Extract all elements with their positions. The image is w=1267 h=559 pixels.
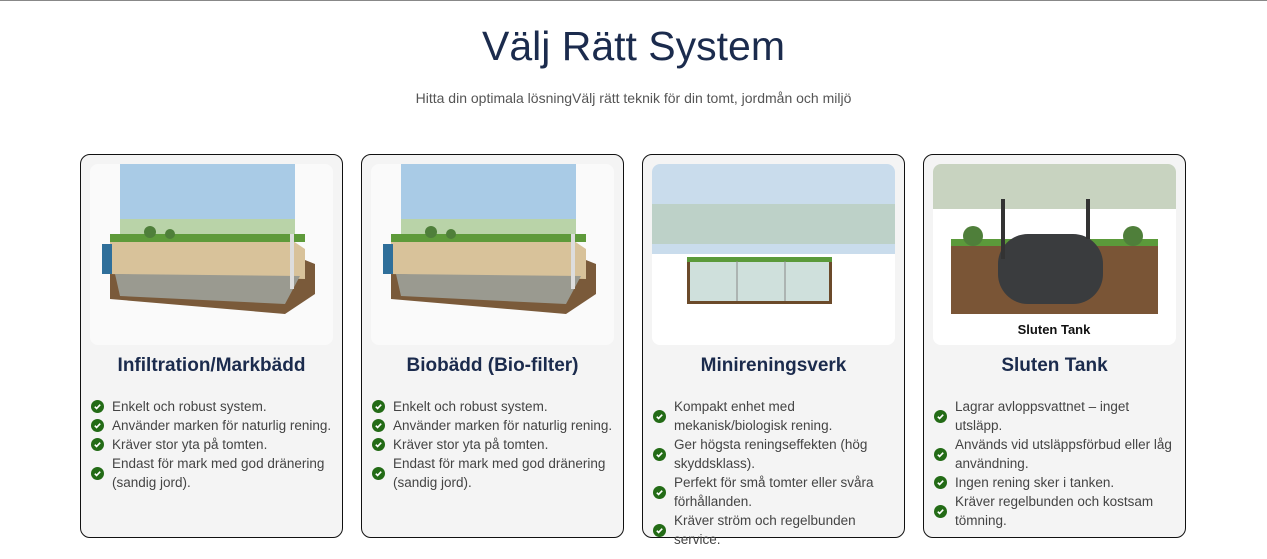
feature-item: Endast för mark med god dränering (sandi…: [91, 454, 333, 492]
feature-list: Enkelt och robust system. Använder marken…: [371, 397, 614, 492]
check-circle-icon: [372, 419, 385, 432]
sluten-tank-diagram-image: Sluten Tank: [933, 164, 1176, 345]
card-title: Minireningsverk: [700, 355, 847, 376]
page-subtitle: Hitta din optimala lösningVälj rätt tekn…: [415, 90, 852, 106]
card-title: Biobädd (Bio-filter): [406, 355, 579, 376]
feature-text: Kräver regelbunden och kostsam tömning.: [955, 494, 1154, 528]
feature-item: Kräver stor yta på tomten.: [372, 435, 614, 454]
check-circle-icon: [372, 400, 385, 413]
feature-text: Ger högsta reningseffekten (hög skyddskl…: [674, 437, 868, 471]
infiltration-diagram-image: [90, 164, 333, 345]
check-circle-icon: [653, 409, 666, 423]
feature-text: Kompakt enhet med mekanisk/biologisk ren…: [674, 399, 833, 433]
feature-item: Kompakt enhet med mekanisk/biologisk ren…: [653, 397, 895, 435]
feature-text: Perfekt för små tomter eller svåra förhå…: [674, 475, 874, 509]
feature-item: Endast för mark med god dränering (sandi…: [372, 454, 614, 492]
card-title: Infiltration/Markbädd: [117, 355, 306, 376]
feature-text: Används vid utsläppsförbud eller låg anv…: [955, 437, 1172, 471]
check-circle-icon: [91, 438, 104, 451]
feature-item: Perfekt för små tomter eller svåra förhå…: [653, 473, 895, 511]
feature-item: Använder marken för naturlig rening.: [372, 416, 614, 435]
feature-text: Ingen rening sker i tanken.: [955, 475, 1115, 490]
feature-item: Kräver regelbunden och kostsam tömning.: [934, 492, 1176, 530]
feature-item: Lagrar avloppsvattnet – inget utsläpp.: [934, 397, 1176, 435]
feature-item: Enkelt och robust system.: [91, 397, 333, 416]
feature-text: Använder marken för naturlig rening.: [393, 418, 613, 433]
feature-item: Enkelt och robust system.: [372, 397, 614, 416]
feature-item: Ingen rening sker i tanken.: [934, 473, 1176, 492]
check-circle-icon: [653, 447, 666, 461]
feature-item: Kräver stor yta på tomten.: [91, 435, 333, 454]
check-circle-icon: [934, 409, 947, 423]
feature-text: Kräver ström och regelbunden service.: [674, 513, 856, 547]
feature-item: Använder marken för naturlig rening.: [91, 416, 333, 435]
feature-text: Lagrar avloppsvattnet – inget utsläpp.: [955, 399, 1130, 433]
feature-list: Enkelt och robust system. Använder marken…: [90, 397, 333, 492]
feature-item: Ger högsta reningseffekten (hög skyddskl…: [653, 435, 895, 473]
feature-text: Enkelt och robust system.: [112, 399, 267, 414]
feature-text: Endast för mark med god dränering (sandi…: [112, 456, 325, 490]
feature-item: Kräver ström och regelbunden service.: [653, 511, 895, 549]
card-biobadd[interactable]: Biobädd (Bio-filter) Enkelt och robust sy…: [361, 154, 624, 538]
check-circle-icon: [91, 400, 104, 413]
feature-list: Kompakt enhet med mekanisk/biologisk ren…: [652, 397, 895, 549]
biobadd-diagram-image: [371, 164, 614, 345]
check-circle-icon: [653, 485, 666, 499]
feature-list: Lagrar avloppsvattnet – inget utsläpp. An…: [933, 397, 1176, 530]
feature-text: Endast för mark med god dränering (sandi…: [393, 456, 606, 490]
check-circle-icon: [934, 504, 947, 518]
feature-text: Använder marken för naturlig rening.: [112, 418, 332, 433]
check-circle-icon: [372, 438, 385, 451]
check-circle-icon: [934, 476, 947, 489]
image-caption: Sluten Tank: [1018, 322, 1091, 337]
check-circle-icon: [91, 466, 104, 480]
feature-text: Enkelt och robust system.: [393, 399, 548, 414]
feature-text: Kräver stor yta på tomten.: [393, 437, 549, 452]
check-circle-icon: [934, 447, 947, 461]
check-circle-icon: [372, 466, 385, 480]
check-circle-icon: [91, 419, 104, 432]
check-circle-icon: [653, 523, 666, 537]
page-title: Välj Rätt System: [481, 23, 786, 69]
card-title: Sluten Tank: [1001, 355, 1108, 376]
feature-item: Används vid utsläppsförbud eller låg anv…: [934, 435, 1176, 473]
feature-text: Kräver stor yta på tomten.: [112, 437, 268, 452]
minireningsverk-diagram-image: [652, 164, 895, 345]
